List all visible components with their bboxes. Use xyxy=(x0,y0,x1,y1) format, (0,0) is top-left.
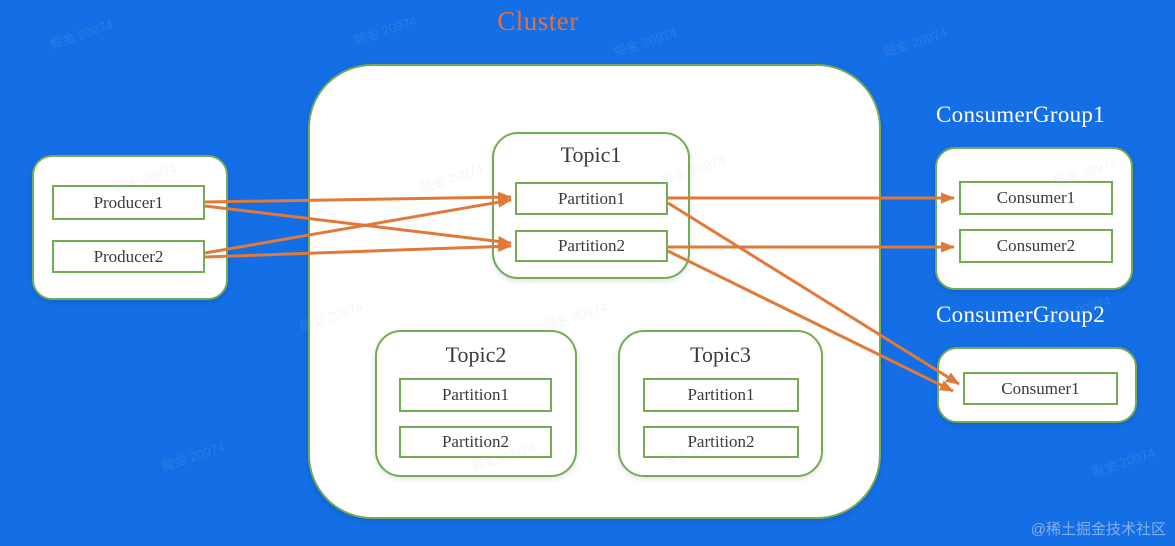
watermark-tile: 掘金 20974 xyxy=(1089,445,1157,480)
topic1-partition1-node: Partition1 xyxy=(515,182,668,215)
producer1-node: Producer1 xyxy=(52,185,205,220)
watermark-tile: 掘金 20974 xyxy=(47,17,115,52)
watermark-tile: 掘金 20974 xyxy=(351,13,419,48)
topic2-partition2-node: Partition2 xyxy=(399,426,552,458)
watermark-tile: 掘金 20974 xyxy=(881,25,949,60)
cg2-consumer1-node: Consumer1 xyxy=(963,372,1118,405)
topic2-title: Topic2 xyxy=(445,342,507,367)
topic1-partition2-node: Partition2 xyxy=(515,230,668,262)
topic3-title: Topic3 xyxy=(690,342,751,367)
consumer-group2-label: ConsumerGroup2 xyxy=(936,302,1106,327)
consumer-group1-box xyxy=(935,147,1133,290)
cluster-title: Cluster xyxy=(497,6,579,36)
topic3-partition1-node: Partition1 xyxy=(643,378,799,412)
producers-group-box xyxy=(32,155,228,300)
topic1-title: Topic1 xyxy=(560,142,622,167)
cg1-consumer1-node: Consumer1 xyxy=(959,181,1113,215)
site-watermark: @稀土掘金技术社区 xyxy=(1030,521,1166,538)
cg1-consumer2-node: Consumer2 xyxy=(959,229,1113,263)
watermark-tile: 掘金 20974 xyxy=(159,439,227,474)
topic3-partition2-node: Partition2 xyxy=(643,426,799,458)
consumer-group1-label: ConsumerGroup1 xyxy=(936,102,1106,127)
topic2-partition1-node: Partition1 xyxy=(399,378,552,412)
producer2-node: Producer2 xyxy=(52,240,205,273)
